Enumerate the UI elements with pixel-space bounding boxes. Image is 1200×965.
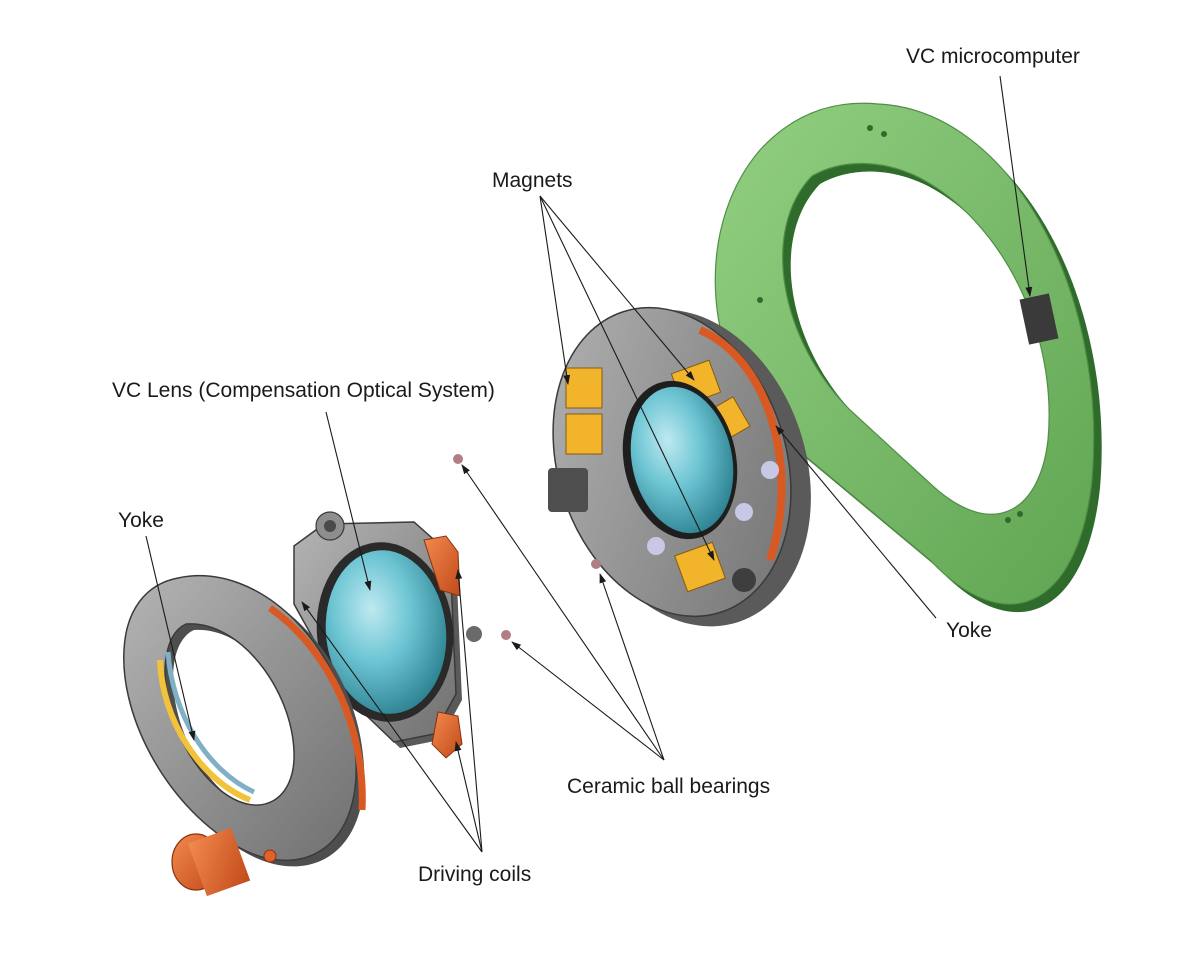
yoke-ring (123, 575, 366, 897)
leader-ceramic (461, 464, 665, 761)
label-vc-lens: VC Lens (Compensation Optical System) (112, 379, 495, 402)
label-driving-coils: Driving coils (418, 863, 532, 886)
leader-yoke-left (145, 535, 196, 741)
leader-vc-microcomputer (999, 75, 1033, 297)
ball-bearing (501, 630, 511, 640)
leader-yoke-right (775, 425, 937, 619)
leader-driving-coils (301, 601, 483, 853)
microcomputer-chip (1019, 293, 1059, 345)
label-magnets: Magnets (492, 169, 573, 192)
leader-driving-coils (454, 741, 483, 853)
ball-bearing (591, 559, 601, 569)
leader-ceramic (599, 573, 665, 761)
label-yoke-right: Yoke (946, 619, 992, 642)
leader-ceramic (511, 641, 665, 761)
label-yoke-left: Yoke (118, 509, 164, 532)
leader-driving-coils (455, 569, 483, 853)
leader-magnets (539, 195, 715, 561)
magnet-housing (548, 306, 811, 627)
lens-holder (293, 511, 482, 759)
leader-vc-lens (325, 411, 372, 591)
leader-magnets (539, 195, 571, 385)
label-vc-microcomputer: VC microcomputer (906, 45, 1080, 68)
leader-magnets (539, 195, 695, 381)
leader-lines (145, 75, 1033, 853)
label-ceramic-ball-bearings: Ceramic ball bearings (567, 775, 771, 798)
ball-bearing (453, 454, 463, 464)
ceramic-ball-bearings (453, 454, 601, 640)
pcb-ring (714, 102, 1102, 613)
